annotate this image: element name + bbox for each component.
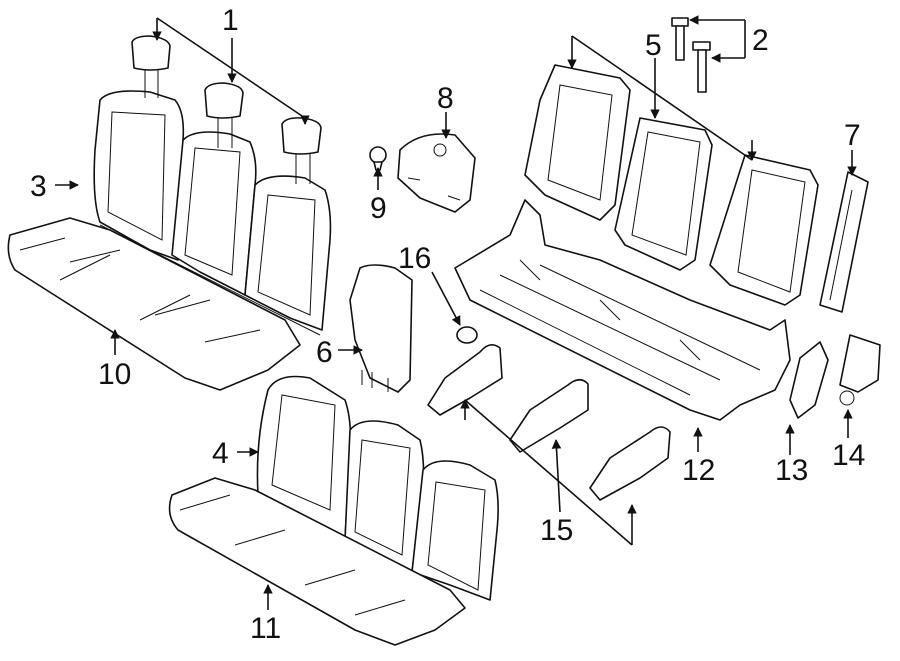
callout-6: 6: [316, 336, 333, 369]
rubber-bumper: [456, 326, 478, 344]
callout-14: 14: [832, 439, 865, 472]
lower-seat-cushion: [168, 477, 466, 646]
callout-10: 10: [98, 358, 131, 391]
callout-15: 15: [540, 514, 573, 547]
bolts: [671, 17, 711, 93]
callout-5: 5: [645, 29, 662, 62]
push-clip: [369, 146, 387, 171]
side-bracket: [789, 341, 829, 419]
upper-seat-cushion: [7, 217, 301, 391]
seat-frame: [454, 199, 791, 421]
callout-2: 2: [752, 24, 769, 57]
hinge-brackets: [427, 344, 671, 501]
leader-lines: [55, 15, 857, 610]
callout-16: 16: [398, 242, 431, 275]
callout-7: 7: [844, 119, 861, 152]
trim-cover: [397, 133, 476, 213]
back-panel: [349, 264, 413, 393]
seat-back-frames: [524, 64, 819, 306]
callout-9: 9: [370, 192, 387, 225]
headrests: [131, 35, 322, 184]
callout-12: 12: [682, 454, 715, 487]
callout-11: 11: [250, 612, 281, 645]
callout-13: 13: [775, 454, 808, 487]
callout-1: 1: [222, 4, 239, 37]
callout-8: 8: [437, 82, 454, 115]
latch-plate: [839, 334, 881, 406]
callout-3: 3: [30, 170, 47, 203]
trim-strip: [819, 171, 869, 313]
lower-seat-back: [256, 375, 499, 601]
callout-4: 4: [212, 437, 229, 470]
